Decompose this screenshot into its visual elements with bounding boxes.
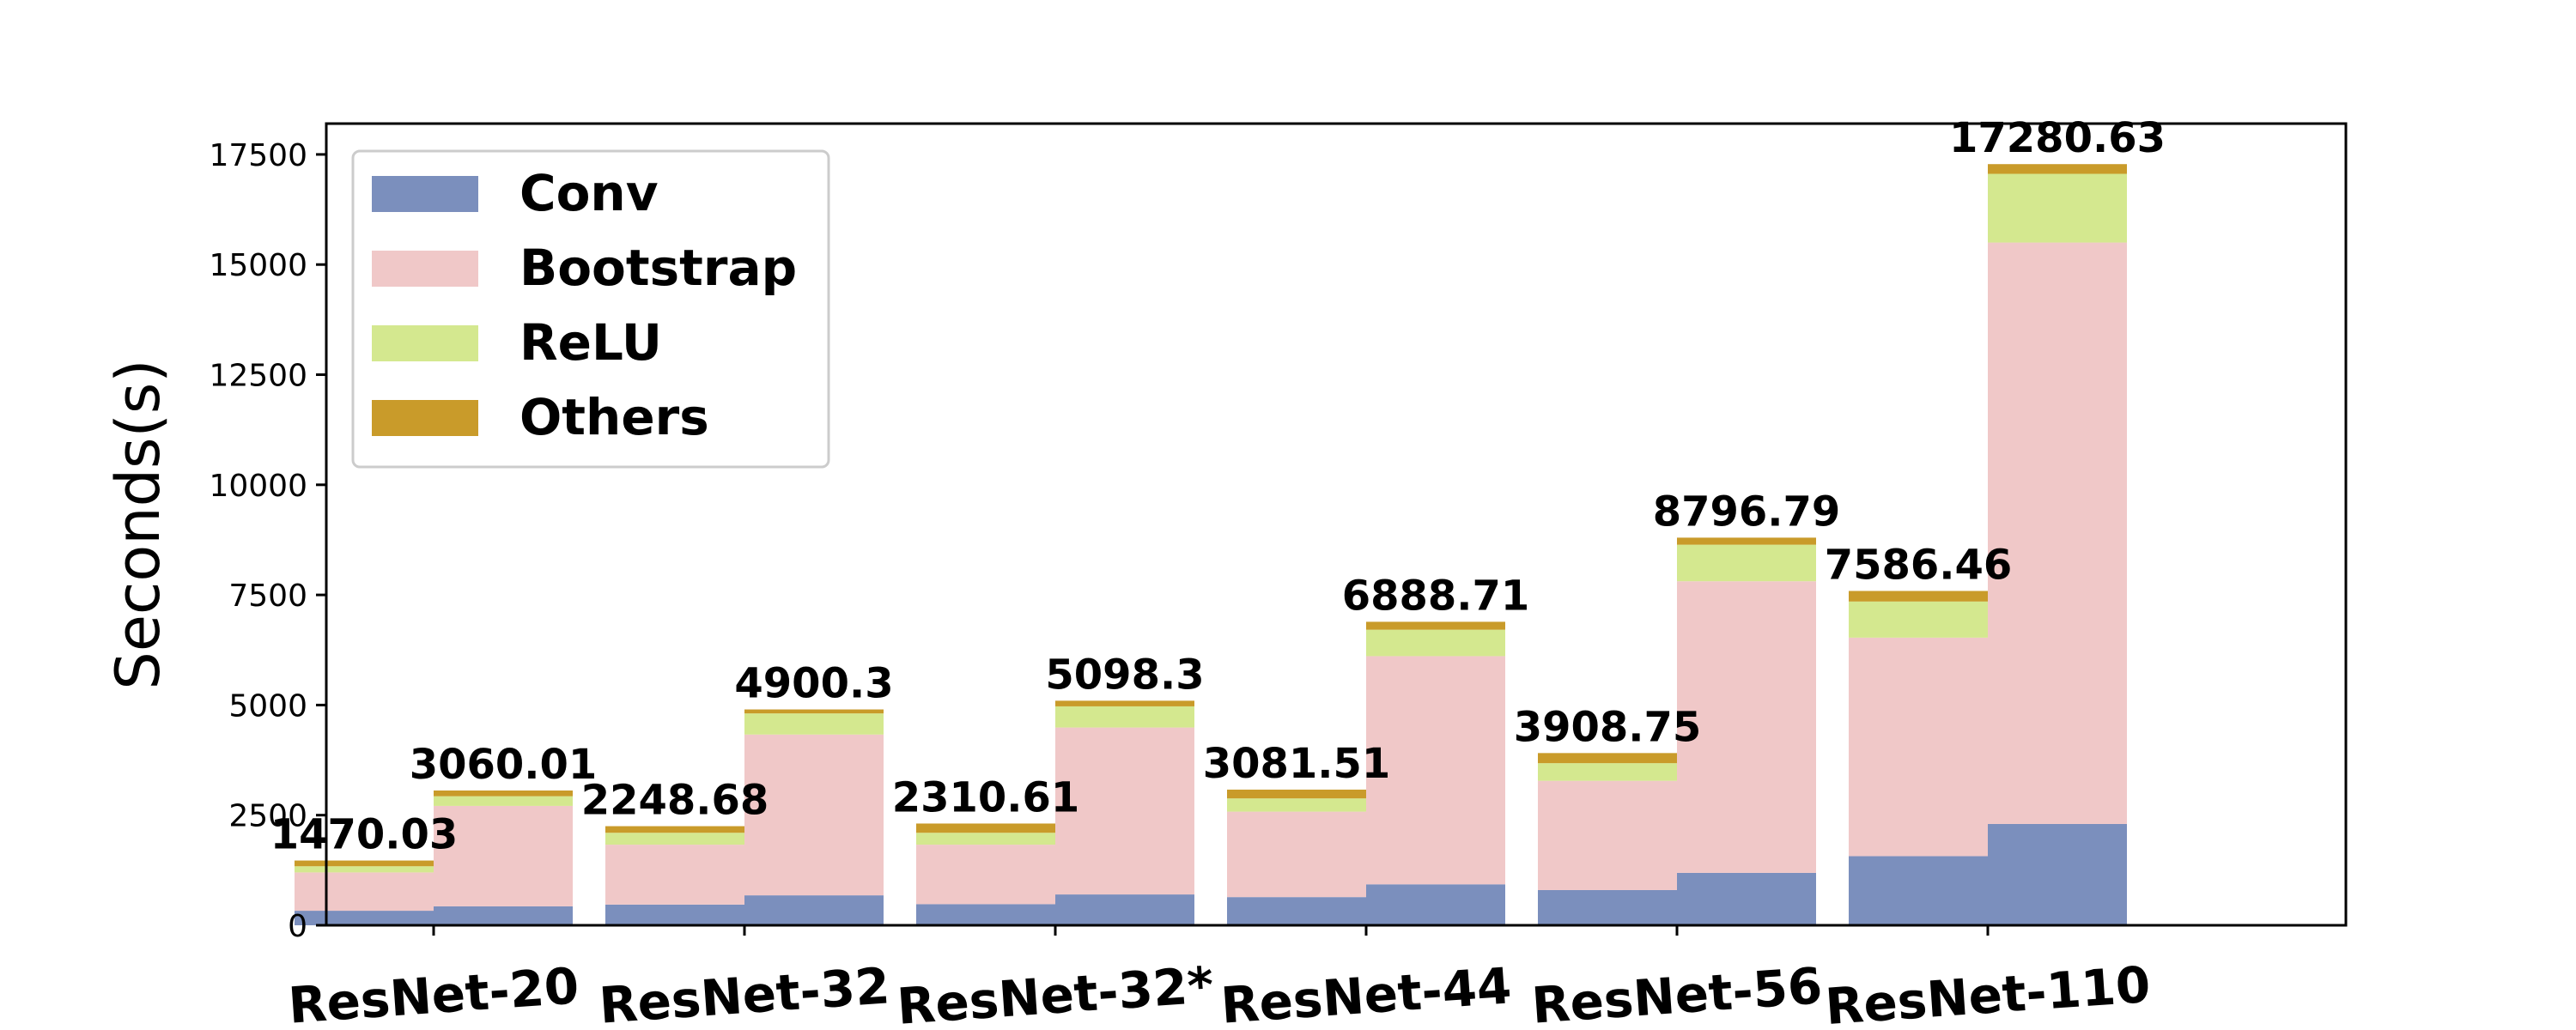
x-tick-label-2: ResNet-32* (895, 955, 1215, 1030)
y-tick-label-7: 17500 (209, 138, 307, 173)
bar-segment-bootstrap-8 (1538, 780, 1677, 890)
bar-segment-others-8 (1538, 753, 1677, 764)
y-tick-label-5: 12500 (209, 359, 307, 394)
y-tick-label-2: 5000 (228, 688, 307, 724)
legend-swatch-others (372, 400, 478, 436)
bar-segment-others-10 (1849, 591, 1988, 602)
bar-segment-relu-8 (1538, 763, 1677, 781)
x-tick-label-5: ResNet-110 (1823, 955, 2152, 1030)
y-tick-label-1: 2500 (228, 799, 307, 834)
bar-segment-relu-9 (1677, 544, 1816, 582)
bar-segment-bootstrap-5 (1055, 727, 1194, 895)
legend-label-others: Others (519, 388, 709, 446)
y-tick-label-0: 0 (288, 909, 307, 944)
bar-segment-relu-7 (1366, 629, 1505, 657)
bar-segment-bootstrap-10 (1849, 637, 1988, 857)
bar-segment-bootstrap-1 (434, 805, 573, 906)
legend-label-conv: Conv (519, 164, 659, 222)
bar-segment-conv-9 (1677, 872, 1816, 925)
y-axis-label: Seconds(s) (103, 359, 173, 689)
bar-segment-bootstrap-2 (605, 845, 744, 905)
legend-swatch-conv (372, 176, 478, 212)
bar-segment-conv-4 (916, 904, 1055, 925)
bar-segment-conv-10 (1849, 856, 1988, 925)
bar-segment-relu-0 (295, 866, 434, 873)
bar-segment-conv-2 (605, 904, 744, 925)
y-tick-label-3: 7500 (228, 579, 307, 614)
y-tick-label-4: 10000 (209, 469, 307, 504)
bar-segment-others-2 (605, 826, 744, 833)
bar-segment-others-11 (1988, 164, 2127, 174)
legend-swatch-relu (372, 325, 478, 361)
total-label-8: 3908.75 (1514, 703, 1702, 751)
bar-segment-others-3 (744, 709, 884, 714)
total-label-11: 17280.63 (1949, 114, 2166, 162)
bar-segment-bootstrap-6 (1227, 811, 1366, 898)
bar-segment-others-7 (1366, 621, 1505, 630)
bar-segment-others-0 (295, 860, 434, 867)
legend-frame (351, 149, 830, 469)
total-label-4: 2310.61 (892, 773, 1080, 821)
total-label-0: 1470.03 (270, 811, 459, 859)
x-tick-label-0: ResNet-20 (287, 956, 581, 1030)
bar-segment-bootstrap-7 (1366, 656, 1505, 885)
legend-label-bootstrap: Bootstrap (519, 239, 797, 297)
bars-layer (295, 164, 2127, 925)
bar-segment-bootstrap-11 (1988, 242, 2127, 824)
bar-segment-relu-4 (916, 833, 1055, 845)
bar-segment-relu-10 (1849, 601, 1988, 638)
total-label-10: 7586.46 (1825, 542, 2013, 590)
bar-segment-conv-0 (295, 911, 434, 925)
total-label-3: 4900.3 (734, 660, 893, 708)
x-tick-label-3: ResNet-44 (1219, 956, 1514, 1030)
plot-frame (325, 122, 2348, 927)
bar-segment-relu-6 (1227, 798, 1366, 812)
total-label-6: 3081.51 (1203, 740, 1391, 788)
bar-segment-conv-7 (1366, 884, 1505, 925)
bar-segment-relu-3 (744, 713, 884, 735)
bar-segment-others-5 (1055, 700, 1194, 706)
bar-segment-bootstrap-0 (295, 872, 434, 912)
bar-segment-bootstrap-3 (744, 734, 884, 896)
y-axis: 0 2500 5000 7500 10000 12500 15000 17500 (209, 138, 326, 944)
legend-label-relu: ReLU (519, 313, 662, 372)
bar-segment-relu-2 (605, 833, 744, 845)
x-tick-label-1: ResNet-32 (598, 956, 892, 1030)
total-label-9: 8796.79 (1653, 488, 1841, 536)
total-label-1: 3060.01 (410, 741, 598, 789)
bar-segment-relu-11 (1988, 173, 2127, 243)
bar-segment-conv-8 (1538, 889, 1677, 925)
legend-swatch-bootstrap (372, 251, 478, 287)
total-label-7: 6888.71 (1342, 572, 1530, 620)
bar-segment-others-6 (1227, 789, 1366, 799)
bar-segment-conv-1 (434, 906, 573, 925)
bar-segment-others-9 (1677, 537, 1816, 545)
total-label-5: 5098.3 (1045, 651, 1204, 699)
total-label-2: 2248.68 (581, 777, 769, 825)
bar-segment-conv-5 (1055, 894, 1194, 925)
bar-segment-others-4 (916, 823, 1055, 833)
bar-segment-relu-5 (1055, 706, 1194, 728)
bar-segment-bootstrap-9 (1677, 581, 1816, 873)
bar-segment-relu-1 (434, 796, 573, 806)
bar-segment-conv-11 (1988, 823, 2127, 925)
bar-segment-conv-3 (744, 895, 884, 925)
x-tick-label-4: ResNet-56 (1530, 956, 1825, 1030)
bar-segment-conv-6 (1227, 897, 1366, 925)
y-tick-label-6: 15000 (209, 248, 307, 283)
bar-segment-others-1 (434, 790, 573, 797)
bar-segment-bootstrap-4 (916, 845, 1055, 905)
